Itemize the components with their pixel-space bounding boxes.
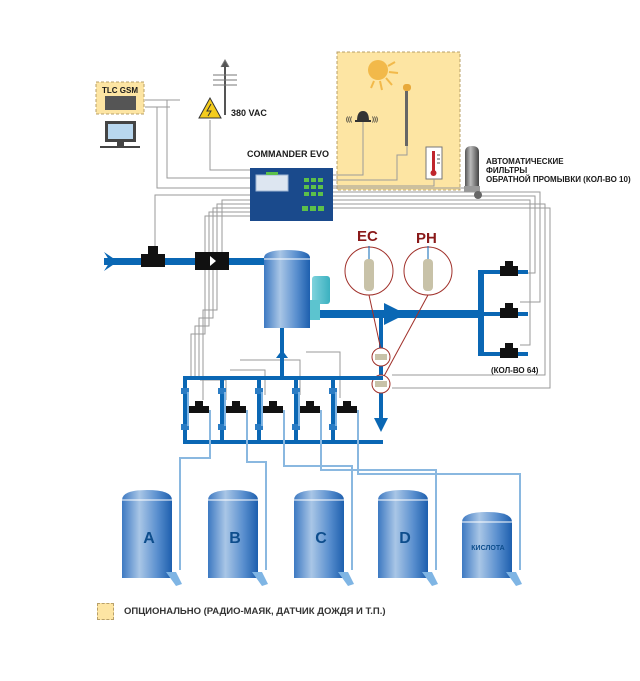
weather-antenna-icon <box>403 84 411 146</box>
fertilizer-tank <box>378 490 438 586</box>
injector-unit <box>218 376 267 570</box>
thermometer-icon <box>425 146 443 180</box>
suction-line <box>179 410 211 570</box>
injector-valve-icon <box>189 406 209 413</box>
injector-line <box>298 392 300 426</box>
injector-valve-icon <box>226 406 246 413</box>
fertilizer-tank <box>462 512 522 586</box>
injector-fitting <box>255 388 263 394</box>
computer-icon <box>100 121 140 148</box>
field-valves-count-label: (КОЛ-ВО 64) <box>491 366 539 375</box>
injector-unit <box>255 376 353 570</box>
injector-fitting <box>292 388 300 394</box>
ph-label: PH <box>416 230 437 247</box>
tank-acid-label: КИСЛОТА <box>471 545 505 552</box>
injector-fitting <box>181 424 189 430</box>
tank-a-label: A <box>143 530 155 547</box>
controller-label: COMMANDER EVO <box>247 149 330 159</box>
filters-label-line: АВТОМАТИЧЕСКИЕ <box>486 157 564 166</box>
gsm-label: TLC GSM <box>102 86 138 95</box>
fertilizer-tank <box>208 490 268 586</box>
filters-label-line: ОБРАТНОЙ ПРОМЫВКИ (КОЛ-ВО 10) <box>486 175 631 184</box>
radio-beacon-icon: ((( ))) <box>346 111 378 123</box>
injector-bypass-pipe <box>331 376 335 444</box>
injector-line <box>187 392 189 426</box>
high-voltage-warning-icon <box>198 96 222 119</box>
injector-fitting <box>255 424 263 430</box>
injector-valve-icon <box>306 401 314 406</box>
suction-line <box>320 410 437 570</box>
injector-fitting <box>218 388 226 394</box>
tank-body <box>294 490 344 578</box>
injector-line <box>224 392 226 426</box>
backwash-filter-icon <box>464 146 482 199</box>
injector-line <box>261 392 263 426</box>
injector-bypass-pipe <box>183 376 187 444</box>
tank-outlet-icon <box>166 572 182 586</box>
filters-label-line: ФИЛЬТРЫ <box>486 166 528 175</box>
tank-outlet-icon <box>422 572 438 586</box>
injector-fitting <box>292 424 300 430</box>
injector-valve-icon <box>269 401 277 406</box>
inlet-valve-icon <box>141 246 165 267</box>
tank-body <box>462 512 512 578</box>
injector-unit <box>292 376 437 570</box>
injector-bypass-pipe <box>220 376 224 444</box>
suction-line <box>246 410 267 570</box>
injector-valve-icon <box>232 401 240 406</box>
tank-c-label: C <box>315 530 327 547</box>
injector-valve-icon <box>263 406 283 413</box>
injector-fitting <box>329 424 337 430</box>
mixing-tank-icon <box>264 250 310 328</box>
fertilizer-tanks <box>122 490 522 586</box>
fertilizer-tank <box>294 490 354 586</box>
injector-bypass-pipe <box>257 376 261 444</box>
injector-valve-icon <box>343 401 351 406</box>
tank-outlet-icon <box>506 572 522 586</box>
gsm-modem-icon <box>105 96 136 110</box>
ec-label: EC <box>357 228 378 245</box>
ec-sensor <box>344 246 394 351</box>
pump-motor-icon <box>310 276 330 320</box>
power-pole-icon <box>213 58 237 115</box>
field-valves <box>500 261 518 358</box>
injector-valve-icon <box>300 406 320 413</box>
manifold-top-pipe <box>183 376 383 380</box>
tank-b-label: B <box>229 530 241 547</box>
svg-text:))): ))) <box>372 117 378 123</box>
tank-body <box>122 490 172 578</box>
legend-text: ОПЦИОНАЛЬНО (РАДИО-МАЯК, ДАТЧИК ДОЖДЯ И … <box>124 606 386 617</box>
injector-unit <box>329 376 521 570</box>
suction-line <box>283 410 353 570</box>
sun-sensor-icon <box>368 60 399 91</box>
injector-fitting <box>329 388 337 394</box>
injector-fitting <box>218 424 226 430</box>
check-valve-icon <box>195 252 229 270</box>
suction-line <box>357 410 521 570</box>
injector-unit <box>179 376 211 570</box>
fertilizer-tank <box>122 490 182 586</box>
tank-outlet-icon <box>252 572 268 586</box>
filters-label: АВТОМАТИЧЕСКИЕ ФИЛЬТРЫ ОБРАТНОЙ ПРОМЫВКИ… <box>486 157 631 184</box>
tank-body <box>208 490 258 578</box>
injector-valve-icon <box>195 401 203 406</box>
tank-body <box>378 490 428 578</box>
injector-valve-icon <box>337 406 357 413</box>
injector-manifold <box>179 376 521 570</box>
legend-swatch <box>97 603 114 620</box>
ph-sensor <box>382 246 453 379</box>
commander-evo-controller[interactable] <box>250 168 333 221</box>
control-wires <box>145 99 551 400</box>
svg-text:(((: ((( <box>346 117 352 123</box>
injector-fitting <box>181 388 189 394</box>
tank-d-label: D <box>399 530 411 547</box>
tank-outlet-icon <box>338 572 354 586</box>
injector-bypass-pipe <box>294 376 298 444</box>
power-label: 380 VAC <box>231 108 267 118</box>
injector-line <box>335 392 337 426</box>
